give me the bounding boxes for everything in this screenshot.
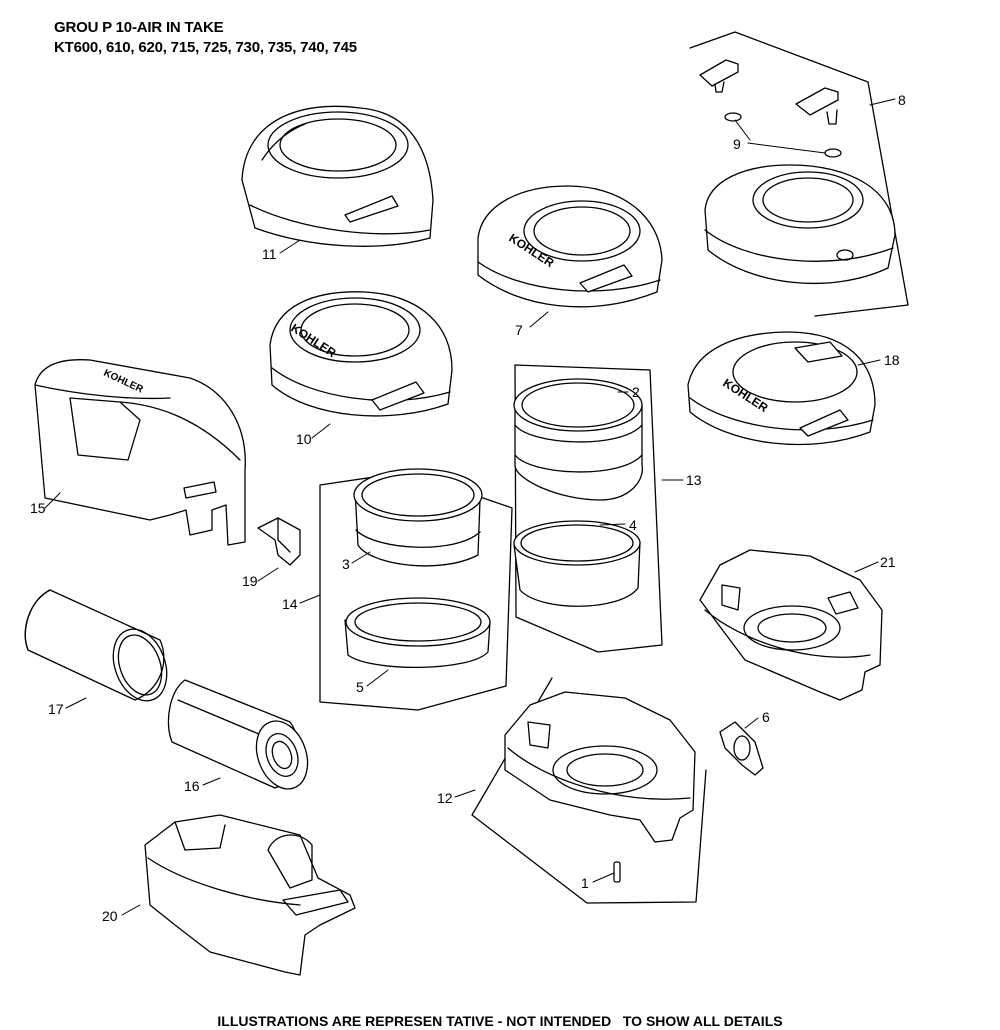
part-12-base xyxy=(504,691,696,843)
part-11-cover xyxy=(241,105,434,247)
callout-19: 19 xyxy=(242,573,258,589)
part-6-gasket xyxy=(719,721,764,776)
model-list: KT600, 610, 620, 715, 725, 730, 735, 740… xyxy=(54,39,357,56)
group-outline-12 xyxy=(471,677,707,904)
part-2-filter xyxy=(513,378,643,501)
callout-10: 10 xyxy=(296,431,312,447)
callout-21: 21 xyxy=(880,554,896,570)
callout-5: 5 xyxy=(356,679,364,695)
callout-18: 18 xyxy=(884,352,900,368)
callout-16: 16 xyxy=(184,778,200,794)
part-20-base xyxy=(144,814,356,976)
callout-4: 4 xyxy=(629,517,637,533)
leader-lines xyxy=(44,98,896,916)
callout-14: 14 xyxy=(282,596,298,612)
group-outline-13 xyxy=(514,364,663,653)
group-outline-8 xyxy=(689,31,909,317)
part-4-precleaner xyxy=(513,520,641,607)
callout-7: 7 xyxy=(515,322,523,338)
callout-12: 12 xyxy=(437,790,453,806)
part-10-cover xyxy=(269,291,453,417)
part-16-element xyxy=(167,679,309,790)
callout-8: 8 xyxy=(898,92,906,108)
callout-17: 17 xyxy=(48,701,64,717)
part-9-orings xyxy=(724,112,842,158)
part-19-clip xyxy=(257,517,301,566)
callout-13: 13 xyxy=(686,472,702,488)
callout-20: 20 xyxy=(102,908,118,924)
callout-11: 11 xyxy=(262,246,277,262)
part-5-precleaner xyxy=(344,597,491,669)
part-21-base xyxy=(699,549,883,701)
part-3-filter xyxy=(353,468,483,567)
part-1-pin xyxy=(613,861,621,883)
part-15-housing xyxy=(34,359,246,546)
part-18-cover xyxy=(687,331,876,446)
disclaimer-footer: ILLUSTRATIONS ARE REPRESEN TATIVE - NOT … xyxy=(217,1013,783,1029)
part-8-latches xyxy=(699,59,839,125)
part-7-cover xyxy=(477,185,663,308)
callout-15: 15 xyxy=(30,500,46,516)
callout-1: 1 xyxy=(581,875,589,891)
part-8-cover xyxy=(704,164,896,285)
page-title: GROU P 10-AIR IN TAKE xyxy=(54,19,224,36)
callout-3: 3 xyxy=(342,556,350,572)
callout-2: 2 xyxy=(632,384,640,400)
callout-9: 9 xyxy=(733,136,741,152)
callout-6: 6 xyxy=(762,709,770,725)
part-17-element xyxy=(24,589,168,702)
